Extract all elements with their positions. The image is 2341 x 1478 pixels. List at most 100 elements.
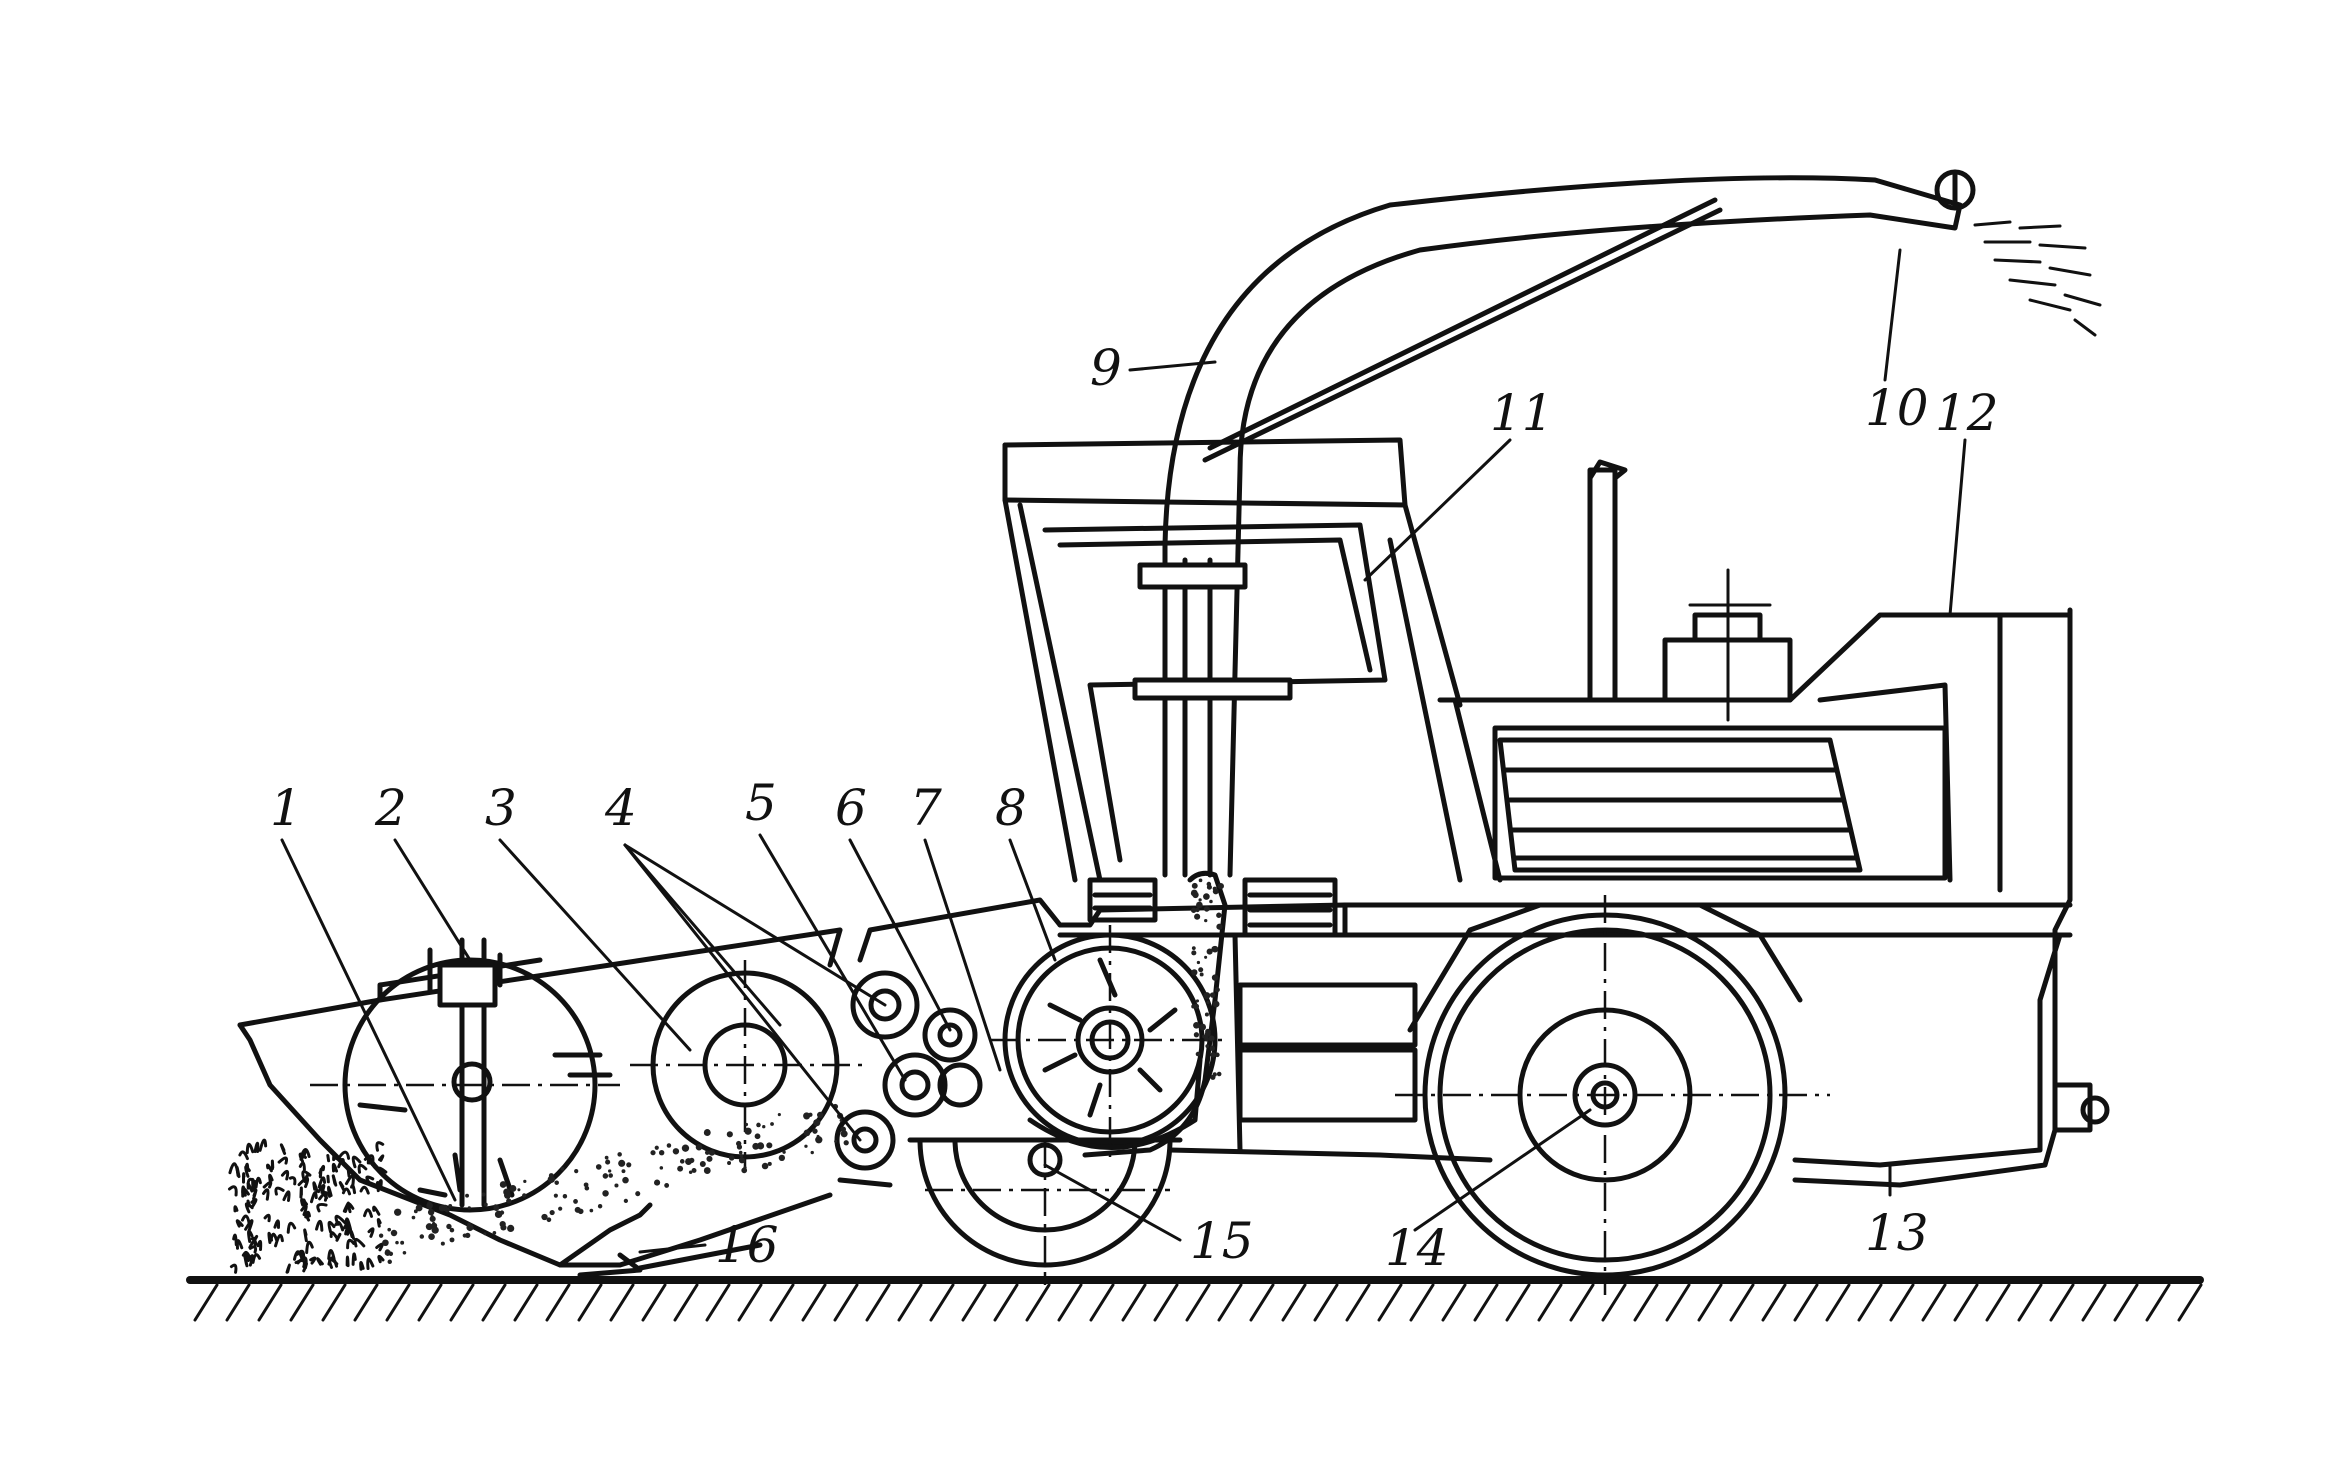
- crop-dot: [420, 1234, 425, 1239]
- crop-dot: [481, 1192, 485, 1196]
- crop-dot: [575, 1207, 581, 1213]
- ground-hatch-line: [1059, 1285, 1081, 1320]
- crop-dot: [547, 1217, 552, 1222]
- crop-dot: [428, 1233, 435, 1240]
- ground-hatch-line: [771, 1285, 793, 1320]
- ground-hatch-line: [1539, 1285, 1561, 1320]
- ground-hatch-line: [2147, 1285, 2169, 1320]
- crop-stroke: [264, 1182, 271, 1187]
- ground-hatch-line: [291, 1285, 313, 1320]
- crop-dot: [558, 1207, 562, 1211]
- ground-hatch-line: [1571, 1285, 1593, 1320]
- crop-dot: [1193, 1022, 1200, 1029]
- crop-dot: [739, 1151, 743, 1155]
- crop-dot: [673, 1148, 679, 1154]
- crop-dot: [682, 1145, 689, 1152]
- crop-stroke: [253, 1255, 260, 1263]
- crop-dot: [1209, 1035, 1215, 1041]
- crop-dot: [709, 1150, 715, 1156]
- crop-dot: [448, 1204, 452, 1208]
- ground-hatch-line: [1251, 1285, 1273, 1320]
- crop-dot: [808, 1113, 812, 1117]
- pickup-reel: [310, 940, 620, 1210]
- crop-dot: [1207, 949, 1213, 955]
- crop-stroke: [317, 1221, 322, 1230]
- crop-dot: [596, 1164, 602, 1170]
- crop-dot: [388, 1260, 392, 1264]
- crop-dot: [1191, 950, 1196, 955]
- crop-stroke: [246, 1221, 252, 1230]
- crop-stroke: [334, 1154, 337, 1159]
- ground-hatch-line: [1027, 1285, 1049, 1320]
- crop-stroke: [340, 1183, 344, 1190]
- ground-hatch-line: [1731, 1285, 1753, 1320]
- crop-dot: [1191, 969, 1197, 975]
- crop-dot: [1192, 892, 1198, 898]
- crop-dot: [1194, 1032, 1199, 1037]
- label-16: 16: [715, 1216, 779, 1274]
- label-10: 10: [1865, 379, 1929, 437]
- crop-dot: [394, 1209, 401, 1216]
- crop-stroke: [256, 1178, 260, 1187]
- crop-stroke: [379, 1256, 383, 1261]
- crop-dot: [1213, 1072, 1217, 1076]
- crop-stroke: [318, 1259, 323, 1265]
- ground-hatch-line: [1411, 1285, 1433, 1320]
- crop-dot: [1192, 883, 1198, 889]
- ground-hatch-line: [1187, 1285, 1209, 1320]
- crop-stroke: [248, 1256, 252, 1265]
- crop-stroke: [359, 1165, 366, 1172]
- ground-hatch-line: [931, 1285, 953, 1320]
- crop-dot: [618, 1160, 625, 1167]
- crop-stroke: [378, 1219, 380, 1226]
- crop-dot: [484, 1203, 488, 1207]
- crop-stroke: [314, 1183, 317, 1191]
- crop-dot: [659, 1150, 664, 1155]
- ground: [190, 1280, 2201, 1320]
- crop-dot: [737, 1144, 742, 1149]
- crop-dot: [444, 1205, 448, 1209]
- crop-dot: [510, 1185, 517, 1192]
- crop-dot: [727, 1161, 731, 1165]
- crop-dot: [622, 1169, 626, 1173]
- crop-dot: [387, 1228, 391, 1232]
- crop-dot: [1192, 946, 1196, 950]
- crop-dot: [624, 1179, 628, 1183]
- crop-dot: [1207, 882, 1212, 887]
- crop-stroke: [361, 1263, 363, 1270]
- feed-auger: [630, 960, 865, 1170]
- crop-stream: [1975, 222, 2100, 335]
- label-11: 11: [1490, 384, 1554, 442]
- crop-stroke: [368, 1259, 373, 1268]
- crop-dot: [660, 1166, 664, 1170]
- crop-stroke: [260, 1140, 266, 1150]
- crop-dot: [655, 1146, 659, 1150]
- crop-dot: [667, 1143, 672, 1148]
- ground-hatch-line: [1635, 1285, 1657, 1320]
- ground-hatch-line: [899, 1285, 921, 1320]
- crop-dot: [1216, 913, 1221, 918]
- engine-hood: [1440, 462, 2070, 890]
- crop-dot: [756, 1123, 761, 1128]
- crop-dot: [432, 1227, 439, 1234]
- crop-dot: [523, 1180, 526, 1183]
- label-8: 8: [995, 779, 1027, 837]
- ground-hatch-line: [1123, 1285, 1145, 1320]
- crop-dot: [664, 1183, 669, 1188]
- ground-hatch-line: [579, 1285, 601, 1320]
- crop-dot: [504, 1192, 511, 1199]
- crop-stroke: [369, 1229, 373, 1237]
- crop-dot: [468, 1206, 471, 1209]
- ground-hatch-line: [2115, 1285, 2137, 1320]
- crop-dot: [1199, 878, 1203, 882]
- crop-stroke: [331, 1233, 337, 1239]
- crop-dot: [1196, 999, 1199, 1002]
- ground-hatch-line: [1219, 1285, 1241, 1320]
- ground-hatch-line: [1923, 1285, 1945, 1320]
- crop-dot: [685, 1158, 692, 1165]
- crop-mass: [229, 878, 1223, 1272]
- crop-dot: [430, 1216, 436, 1222]
- crop-dot: [441, 1242, 445, 1246]
- crop-stroke: [268, 1165, 272, 1171]
- crop-dot: [727, 1131, 733, 1137]
